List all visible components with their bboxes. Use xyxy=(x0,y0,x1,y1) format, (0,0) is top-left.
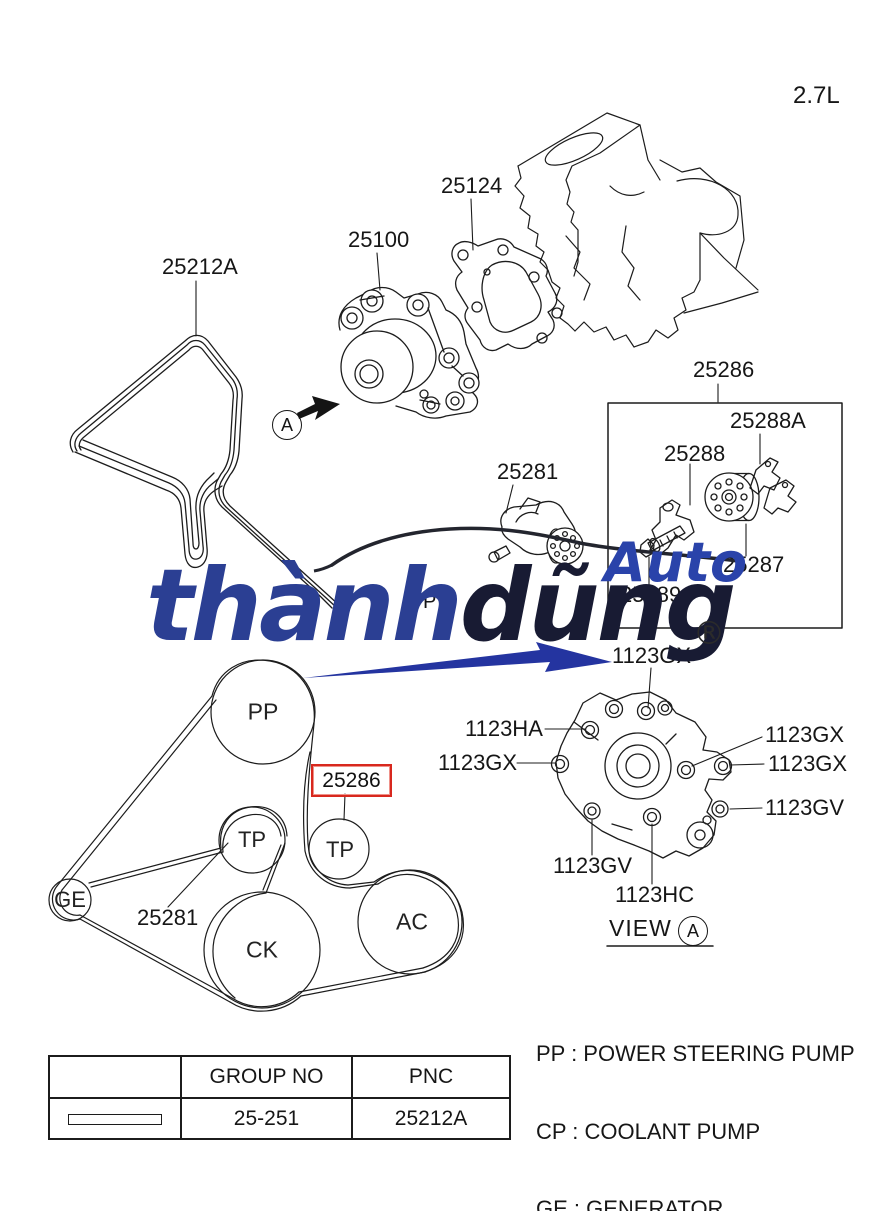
fastener-label-gx-left: 1123GX xyxy=(438,750,518,775)
part-label-kit-bolt-obscured: 25289 xyxy=(620,582,682,607)
part-label-idler: 25287 xyxy=(723,552,785,577)
view-marker-letter: A xyxy=(686,920,699,941)
pulley-label-tp-right: TP xyxy=(325,837,355,862)
table-header-group-no: GROUP NO xyxy=(180,1055,353,1099)
idler-pulley-drawing xyxy=(704,472,760,522)
table-cell-belt-symbol xyxy=(48,1097,182,1140)
fastener-label-hc: 1123HC xyxy=(615,882,695,907)
part-label-gasket: 25124 xyxy=(441,173,503,198)
gasket-drawing xyxy=(451,238,563,352)
part-label-pump-assy: 25100 xyxy=(348,227,410,252)
part-label-bracket-a: 25288A xyxy=(730,408,806,433)
kit-bracket-drawing xyxy=(649,499,695,557)
direction-marker-letter: A xyxy=(280,414,293,435)
direction-marker-circle-a: A xyxy=(272,410,302,440)
pulley-label-tp-left: TP xyxy=(237,827,267,852)
belt-symbol-icon xyxy=(68,1113,162,1125)
belt-routing-schematic xyxy=(48,659,464,1012)
fastener-label-gv-right: 1123GV xyxy=(765,795,845,820)
view-label: VIEW xyxy=(609,915,672,941)
legend-line-ge: GE : GENERATOR xyxy=(536,1195,724,1211)
part-label-bracket: 25288 xyxy=(664,441,726,466)
highlighted-part-number-text: 25286 xyxy=(322,768,381,792)
drive-belt-drawing xyxy=(69,334,341,609)
table-cell-pnc: 25212A xyxy=(351,1097,511,1140)
view-marker-circle-a: A xyxy=(678,916,708,946)
fastener-label-gx-right-upper: 1123GX xyxy=(765,722,845,747)
highlighted-part-number[interactable]: 25286 xyxy=(311,764,392,797)
table-symbol-header xyxy=(48,1055,182,1099)
pulley-label-ac: AC xyxy=(396,908,428,935)
legend: PP : POWER STEERING PUMP CP : COOLANT PU… xyxy=(536,990,855,1211)
pulley-label-pp: PP xyxy=(247,698,279,725)
legend-line-pp: PP : POWER STEERING PUMP xyxy=(536,1041,855,1067)
fastener-label-gv-bottom: 1123GV xyxy=(553,853,633,878)
direction-arrow-icon xyxy=(297,396,340,420)
fastener-label-ha: 1123HA xyxy=(465,716,543,741)
part-label-belt: 25212A xyxy=(162,254,238,279)
engine-size-label: 2.7L xyxy=(793,82,840,109)
part-label-kit: 25286 xyxy=(693,357,755,382)
fastener-label-gx-right-mid: 1123GX xyxy=(768,751,848,776)
part-label-tensioner-schematic: 25281 xyxy=(137,905,199,930)
pulley-label-ge: GE xyxy=(54,887,86,912)
parts-table: GROUP NO PNC 25-251 25212A xyxy=(48,1055,511,1140)
obscured-label-fragment: P xyxy=(423,591,437,613)
table-cell-group-no: 25-251 xyxy=(180,1097,353,1140)
coolant-pump-assembly-drawing xyxy=(338,286,480,419)
part-label-tensioner: 25281 xyxy=(497,459,559,484)
legend-line-cp: CP : COOLANT PUMP xyxy=(536,1118,761,1144)
coolant-pump-view-a-drawing xyxy=(550,691,733,859)
pulley-label-ck: CK xyxy=(246,936,278,963)
kit-bracket-a-drawing xyxy=(749,457,797,515)
fastener-label-gx-top: 1123GX xyxy=(612,643,692,668)
leader-lines xyxy=(167,198,765,908)
engine-block-drawing xyxy=(514,112,759,348)
tensioner-drawing xyxy=(488,497,584,565)
table-header-pnc: PNC xyxy=(351,1055,511,1099)
